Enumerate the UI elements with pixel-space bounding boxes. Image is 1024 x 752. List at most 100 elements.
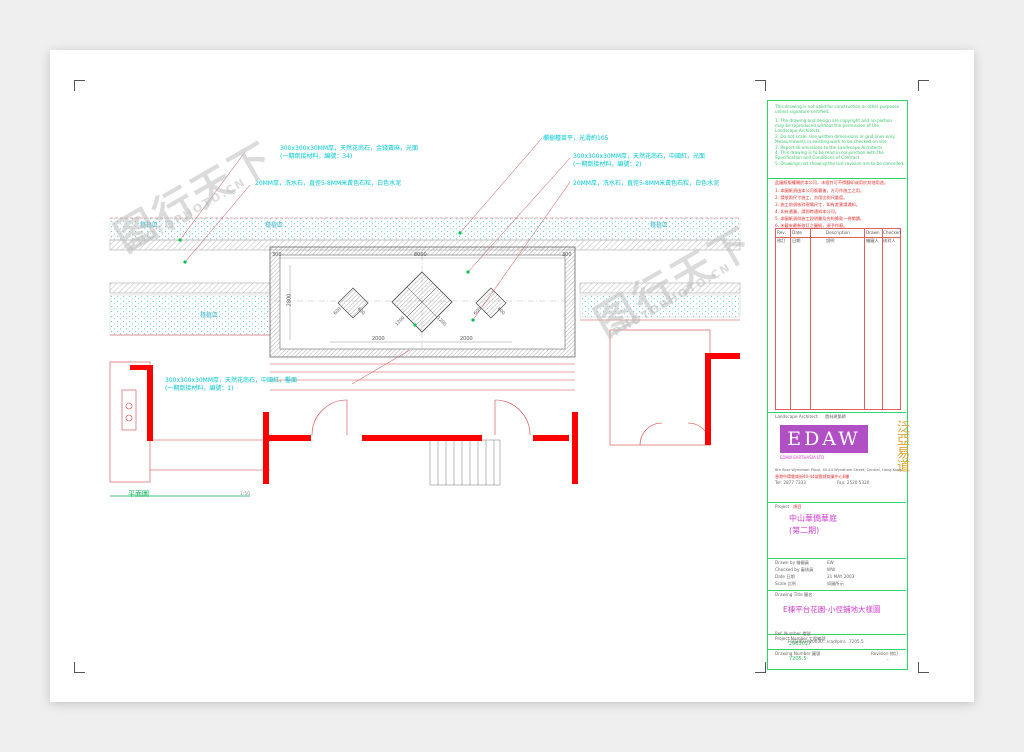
dim-height: 2800 xyxy=(286,293,293,307)
annotation-granite-red-polished: 300x300x30MM厚，天然花崗石，中國紅，光面 (一期劑接材料，編號：2) xyxy=(573,153,705,168)
ref-label: Ref. Number 檔號 xyxy=(775,631,811,636)
architect-label-cn: 園林建築師 xyxy=(825,414,846,419)
drawing-no: 7205.5 xyxy=(789,656,807,662)
rev-header-rev-cn: 修訂 xyxy=(777,238,786,243)
note-en-9: Specification and Conditions of Contract… xyxy=(775,155,861,160)
planting-strip-mid-right xyxy=(579,294,741,318)
brand-cn: 泛亞易道 xyxy=(894,420,909,472)
rev-header-drawn: Drawn xyxy=(866,230,880,235)
drawing-sheet: 300x300x30MM厚，天然花崗石，金錢黃麻，光面 (一期劑接材料，編號：3… xyxy=(50,50,974,702)
label-hedge-top-left: 種植區 xyxy=(140,222,159,229)
doorways xyxy=(311,399,531,436)
project-no: 200302? xyxy=(789,641,811,647)
annotation-washed-stone-left: 20MM厚，洗水石，直徑5-8MM米黃色石粒，白色水泥 xyxy=(255,180,402,187)
project-name: 中山華僑華庭 xyxy=(789,514,837,523)
dim-right: 2000 xyxy=(460,336,473,342)
revision-table: Rev. Date Description Drawn Checked 修訂 日… xyxy=(775,228,901,410)
architect-divider xyxy=(767,412,906,413)
crop-mark-bottom-right xyxy=(918,662,929,673)
note-en-2: 1. The drawing and design are copyright … xyxy=(775,118,893,123)
numbers-divider xyxy=(767,634,906,635)
project-label-cn: 項目 xyxy=(793,504,802,509)
date-value: 21 MAY 2003 xyxy=(827,574,855,579)
walkway-band-lower-right xyxy=(579,282,741,294)
note-en-6: Measurements in existing work to be chec… xyxy=(775,139,888,144)
note-cn-1: 2. 請依照尺寸施工，勿用比例尺量度。 xyxy=(775,195,848,200)
drawing-no-label: Drawing Number 圖號 xyxy=(775,651,821,656)
note-en-1: unless signature certified. xyxy=(775,109,830,114)
title-divider xyxy=(767,590,906,591)
note-cn-0: 1. 本圖紙須由本公司簽署後，方可作施工之用。 xyxy=(775,188,865,193)
note-cn-3: 4. 如有遺漏，請即時通知本公司。 xyxy=(775,209,839,214)
note-cn-title: 此圖紙版權屬於本公司，未經許可不得翻印或用於其他用途。 xyxy=(775,180,889,185)
scale-value: 如圖所示 xyxy=(827,581,844,586)
crop-mark-bottom-left xyxy=(74,662,85,673)
note-cn-5: 6. 未載有最新修訂之圖紙，須予作廢。 xyxy=(775,223,848,228)
rev-header-rev: Rev. xyxy=(777,230,786,235)
note-en-7: 3. Report all omissions to the Landscape… xyxy=(775,145,884,150)
stair xyxy=(429,439,501,486)
crop-mark-top-mid xyxy=(755,80,766,91)
plan-drawing xyxy=(109,137,741,497)
rev-header-desc-cn: 說明 xyxy=(826,238,835,243)
leader-markers xyxy=(178,231,475,327)
rev-header-checked-cn: 核對人 xyxy=(883,238,896,243)
dim-total: 8000 xyxy=(414,252,427,258)
title-label: Drawing Title 圖名 xyxy=(775,592,813,597)
note-en-3: may be reproduced without the permission… xyxy=(775,123,879,128)
edaw-logo: EDAW xyxy=(780,425,868,453)
dim-left: 2000 xyxy=(372,336,385,342)
ref-value: F:\(J2003)\20030...\cad\pln\...7205.5 xyxy=(788,639,864,644)
crop-mark-top-right xyxy=(918,80,929,91)
drawing-title: E棟平台花園-小徑鋪地大樣圖 xyxy=(783,605,881,614)
plan-title: 平面圖 xyxy=(128,490,149,498)
label-hedge-top-mid: 種植區 xyxy=(265,222,284,229)
tel: Tel: 2877 7333 xyxy=(775,480,806,485)
rev-header-drawn-cn: 繪圖人 xyxy=(866,238,879,243)
fax: Fax: 2520 5320 xyxy=(837,480,870,485)
revision-label: Revision 修訂 xyxy=(871,651,899,656)
drawn-label: Drawn by 繪圖員 xyxy=(775,560,809,565)
project-no-label: Project Number 工程編號 xyxy=(775,636,826,641)
building-right xyxy=(580,319,740,446)
rev-header-date-cn: 日期 xyxy=(792,238,801,243)
label-hedge-mid-left: 種植區 xyxy=(200,312,219,319)
annotation-granite-yellow: 300x300x30MM厚，天然花崗石，金錢黃麻，光面 (一期劑接材料，編號：3… xyxy=(280,145,418,160)
crop-mark-bottom-mid xyxy=(755,662,766,673)
note-en-8: 4. This drawing is to be read in conjunc… xyxy=(775,150,884,155)
notes-cn-divider xyxy=(767,178,906,179)
address-en: 6th floor Wyndham Place, 40-44 Wyndham S… xyxy=(775,468,902,472)
drawing-no-divider xyxy=(767,649,906,650)
plan-scale: 1:50 xyxy=(240,492,251,497)
checked-value: WW xyxy=(827,567,836,572)
walls-red xyxy=(130,353,740,484)
annotation-washed-stone-right: 20MM厚，洗水石，直徑5-8MM米黃色石粒，白色水泥 xyxy=(573,180,720,187)
rev-header-desc: Description xyxy=(826,230,850,235)
logo-subtitle: EDAW EARTHASIA LTD xyxy=(780,455,825,460)
tile-diamond-center xyxy=(391,271,453,333)
steps-top xyxy=(270,363,575,391)
leader-lines xyxy=(179,137,571,385)
revision-value: - xyxy=(887,657,889,662)
planting-strip-mid-left xyxy=(109,294,271,336)
title-block-frame xyxy=(767,100,908,670)
scale-label: Scale 比例 xyxy=(775,581,796,586)
note-en-0: This drawing is not valid for constructi… xyxy=(775,104,900,109)
architect-label: Landscape Architect xyxy=(775,414,818,419)
walkway-band-lower xyxy=(109,282,271,294)
planting-strip-top xyxy=(109,217,741,241)
note-en-4: Landscape Architects. xyxy=(775,128,822,133)
dim-side-right: 300 xyxy=(562,252,572,258)
project-phase: (第二期) xyxy=(789,526,820,535)
building-left xyxy=(109,334,270,483)
meta-divider xyxy=(767,558,906,559)
annotation-granite-red-flamed: 300x300x30MM厚，天然花崗石，中國紅，鑿面 (一期劑接材料，編號：1) xyxy=(165,377,297,392)
crop-mark-top-left xyxy=(74,80,85,91)
checked-label: Checked by 審核員 xyxy=(775,567,814,572)
project-label: Project xyxy=(775,504,790,509)
project-divider xyxy=(767,502,906,503)
note-cn-2: 3. 施工前須核對現場尺寸，如有差異請通知。 xyxy=(775,202,860,207)
dim-side-left: 300 xyxy=(272,252,282,258)
note-en-10: 5. Drawings not showing the last revisio… xyxy=(775,161,905,166)
date-label: Date 日期 xyxy=(775,574,795,579)
